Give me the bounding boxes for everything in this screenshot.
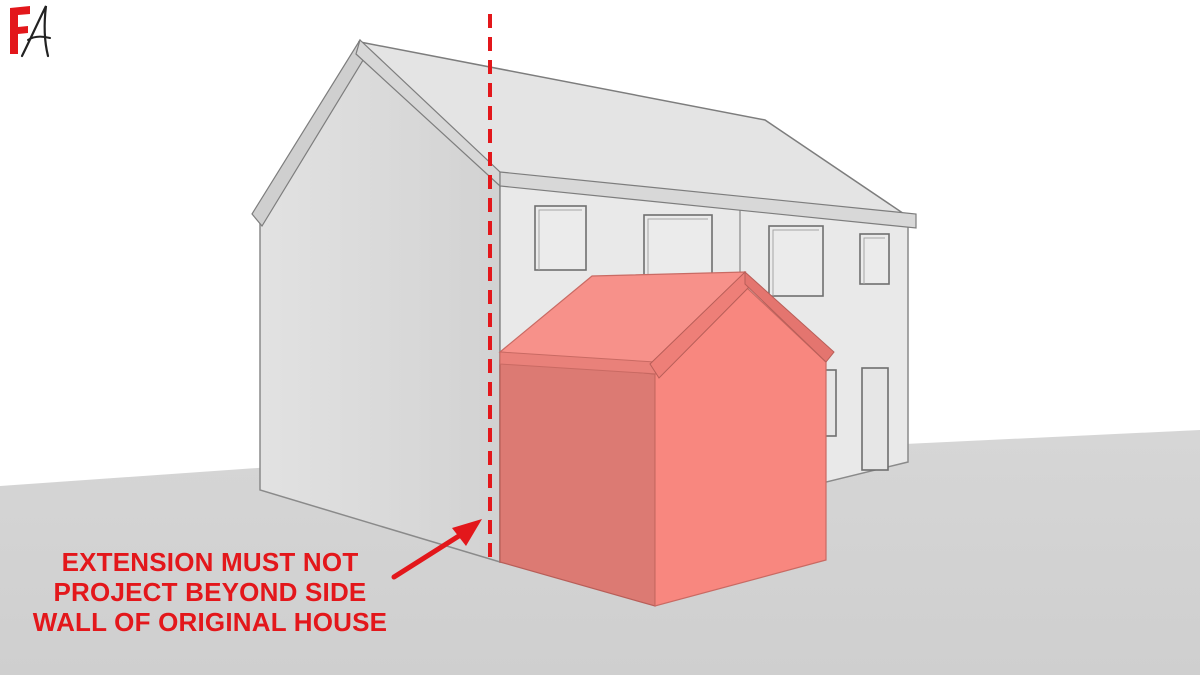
window — [859, 233, 890, 285]
annotation-line-2: PROJECT BEYOND SIDE — [53, 577, 367, 607]
upper-windows — [534, 205, 890, 297]
extension-side-wall — [499, 359, 656, 607]
front-door — [861, 367, 889, 471]
logo-mark — [10, 5, 51, 58]
window-reveals — [538, 209, 885, 296]
arrow-icon — [391, 519, 482, 580]
annotation-text: EXTENSION MUST NOT PROJECT BEYOND SIDE W… — [0, 547, 420, 637]
window — [534, 205, 587, 271]
annotation-line-3: WALL OF ORIGINAL HOUSE — [32, 607, 388, 637]
window — [643, 214, 713, 278]
annotation-line-1: EXTENSION MUST NOT — [61, 547, 359, 577]
roof-fascia — [499, 171, 917, 229]
window — [768, 225, 824, 297]
extension-verge-right — [744, 270, 835, 363]
